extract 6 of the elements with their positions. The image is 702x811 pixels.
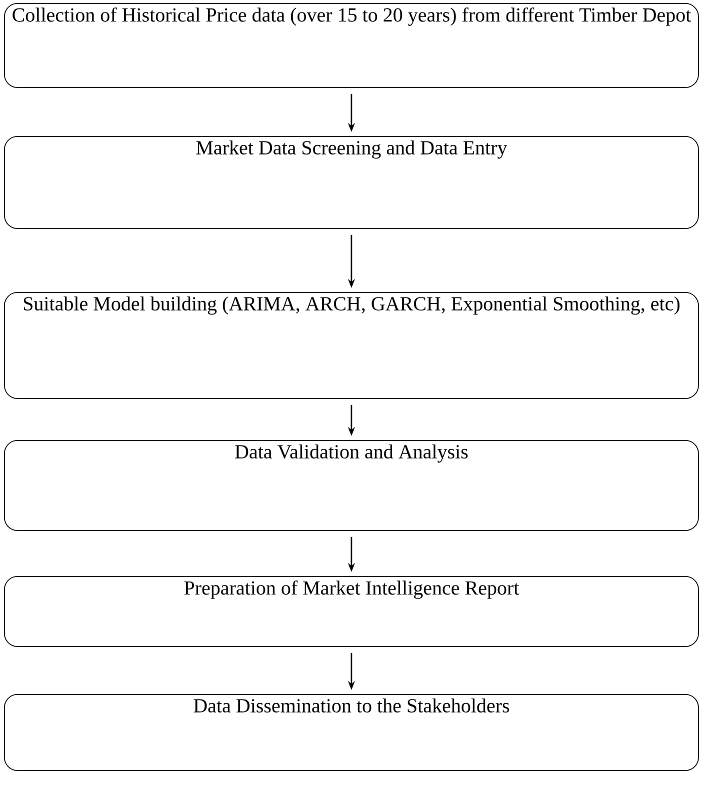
- process-box: Market Data Screening and Data Entry: [4, 136, 699, 229]
- process-box: Data Validation and Analysis: [4, 440, 699, 531]
- process-box: Collection of Historical Price data (over 15 to 20 years) from different Timber Depot: [4, 3, 699, 88]
- process-box: Suitable Model building (ARIMA, ARCH, GARCH, Exponential Smoothing, etc): [4, 292, 699, 399]
- process-box: Preparation of Market Intelligence Report: [4, 576, 699, 647]
- process-box: Data Dissemination to the Stakeholders: [4, 694, 699, 771]
